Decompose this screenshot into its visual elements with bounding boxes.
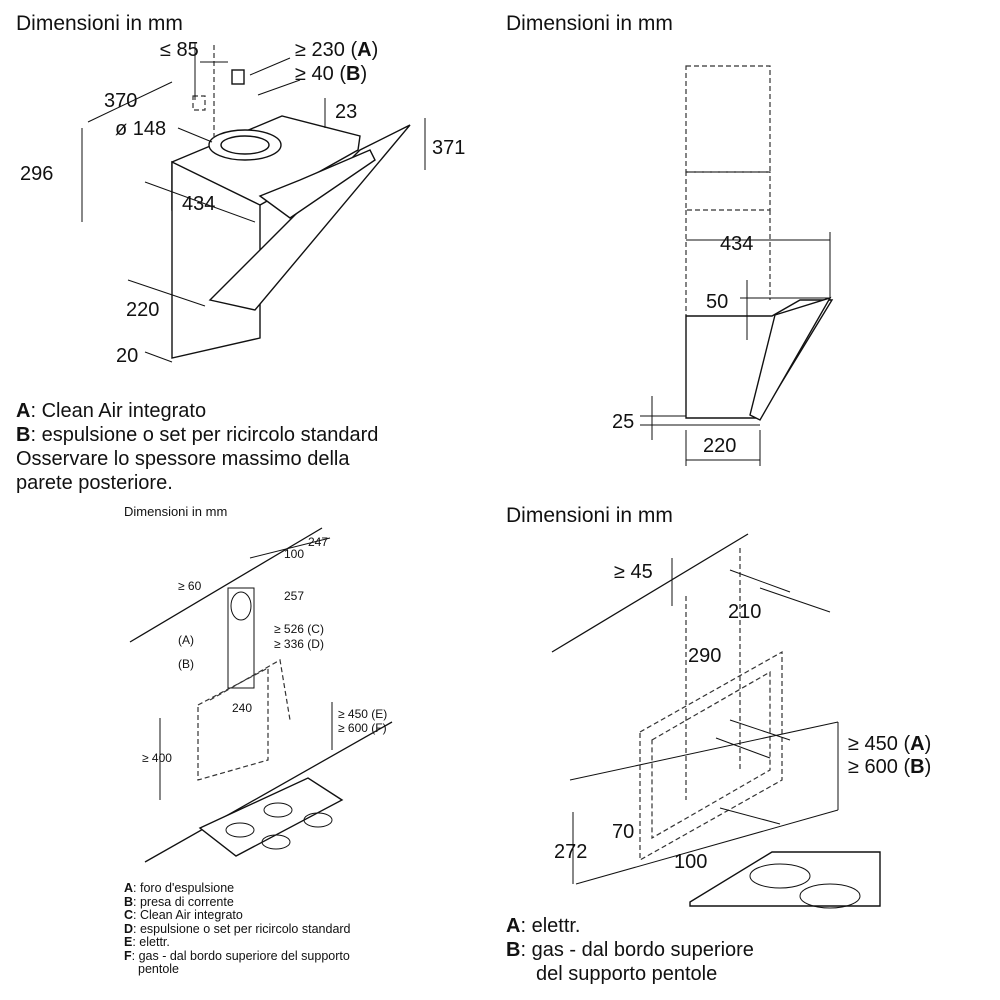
panel4-title: Dimensioni in mm: [506, 504, 673, 527]
brackets: [715, 569, 831, 825]
dim-371-label: 371: [432, 137, 465, 159]
dim-230-label: ≥ 230 (A): [295, 39, 378, 61]
dim-220-label: 220: [126, 299, 159, 321]
chimney-dashed: [685, 548, 741, 800]
label-a: (A): [178, 633, 194, 647]
panel4-note-c: del supporto pentole: [536, 963, 718, 985]
dim-450e-label: ≥ 450 (E): [338, 707, 387, 721]
panel1-note-c: Osservare lo spessore massimo della: [16, 448, 350, 470]
chimney-mid: [685, 171, 771, 211]
panel3-note-f: F: gas - dal bordo superiore del support…: [124, 948, 350, 963]
panel3-note-g: pentole: [138, 962, 180, 976]
panel3-title: Dimensioni in mm: [124, 504, 228, 519]
panel1-note-a: A: Clean Air integrato: [16, 400, 207, 422]
dim-247-line: [249, 537, 331, 559]
cooktop: [689, 851, 881, 907]
wall-base-line: [144, 721, 393, 863]
hood-dashed: [639, 650, 783, 862]
dim-100-label: 100: [674, 851, 707, 873]
hood-outline: [197, 667, 269, 781]
dim-220-label: 220: [703, 435, 736, 457]
dim-434-line: [144, 181, 256, 223]
label-b: (B): [178, 657, 194, 671]
socket-dashed: [192, 95, 206, 111]
dim-20-line: [144, 351, 173, 363]
hood-vent-slot: [258, 149, 376, 219]
dim-400-label: ≥ 400: [142, 751, 172, 765]
dim-20-label: 20: [116, 345, 138, 367]
dim-450-bottom: [575, 809, 839, 885]
dim-526-label: ≥ 526 (C): [274, 622, 324, 636]
dim-600f-label: ≥ 600 (F): [338, 721, 387, 735]
burner-2: [799, 883, 861, 909]
burner-1: [225, 822, 255, 838]
panel1-notes: A: Clean Air integrato B: espulsione o s…: [16, 399, 378, 495]
burner-4: [261, 834, 291, 850]
dim-220-line: [127, 279, 206, 307]
panel3-note-b: B: presa di corrente: [124, 894, 234, 909]
panel3-note-a: A: foro d'espulsione: [124, 881, 235, 895]
exhaust-collar-inner: [220, 135, 270, 155]
dim-434-label: 434: [720, 233, 753, 255]
dim-40-label: ≥ 40 (B): [295, 63, 367, 85]
hood-glass: [749, 296, 832, 421]
dim-100-label: 100: [284, 547, 304, 561]
dim-70-label: 70: [612, 821, 634, 843]
dim-230-line: [249, 57, 291, 76]
panel1-note-d: parete posteriore.: [16, 472, 173, 494]
wall-socket: [231, 69, 245, 85]
dim-148-label: ø 148: [115, 118, 166, 140]
exhaust-hole: [230, 591, 252, 621]
panel4-note-a: A: elettr.: [506, 915, 581, 937]
dim-450a-label: ≥ 450 (A): [848, 733, 931, 755]
hood-dashed-inner: [651, 670, 771, 840]
dim-25-label: 25: [612, 411, 634, 433]
panel3-note-e: E: elettr.: [124, 935, 170, 949]
dim-370-label: 370: [104, 90, 137, 112]
panel2-title: Dimensioni in mm: [506, 12, 673, 35]
dim-370-line: [87, 81, 173, 123]
panel1-title: Dimensioni in mm: [16, 12, 183, 35]
panel4-notes: A: elettr. B: gas - dal bordo superiore …: [506, 914, 754, 986]
dim-210-label: 210: [728, 601, 761, 623]
dim-434-label: 434: [182, 193, 215, 215]
dim-336-label: ≥ 336 (D): [274, 637, 324, 651]
burner-3: [303, 812, 333, 828]
chimney-column: [227, 587, 255, 689]
dim-148-leader: [177, 127, 213, 143]
dim-247-label: 247: [308, 535, 328, 549]
ceiling-line: [551, 533, 749, 653]
dim-85-label: ≤ 85: [160, 39, 199, 61]
hood-outline-2: [209, 659, 291, 721]
dim-40-line: [257, 79, 301, 96]
panel3-note-d: D: espulsione o set per ricircolo standa…: [124, 921, 351, 936]
dim-240-label: 240: [232, 701, 252, 715]
dim-290-label: 290: [688, 645, 721, 667]
dim-296-label: 296: [20, 163, 53, 185]
ceiling-line: [129, 527, 323, 643]
panel4-note-b: B: gas - dal bordo superiore: [506, 939, 754, 961]
dim-45-label: ≥ 45: [614, 561, 653, 583]
dim-50-label: 50: [706, 291, 728, 313]
dim-23-label: 23: [335, 101, 357, 123]
dim-600b-label: ≥ 600 (B): [848, 756, 931, 778]
burner-2: [263, 802, 293, 818]
panel3-note-c: C: Clean Air integrato: [124, 908, 243, 922]
dim-272-label: 272: [554, 841, 587, 863]
dim-257-label: 257: [284, 589, 304, 603]
dim-60-label: ≥ 60: [178, 579, 202, 593]
burner-1: [749, 863, 811, 889]
panel1-note-b: B: espulsione o set per ricircolo standa…: [16, 424, 379, 446]
panel3-notes: A: foro d'espulsione B: presa di corrent…: [124, 881, 351, 977]
dim-450-top: [569, 721, 839, 781]
hood-body: [171, 160, 261, 359]
